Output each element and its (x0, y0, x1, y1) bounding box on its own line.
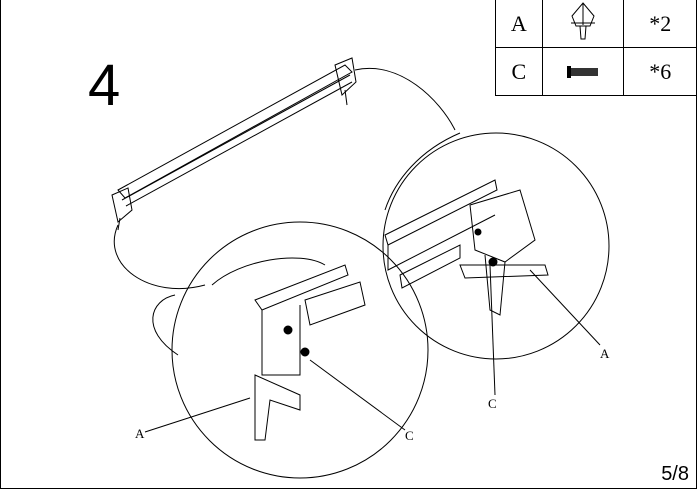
detail-left (254, 264, 366, 441)
page-number: 5/8 (661, 463, 689, 485)
bolt-icon (541, 47, 625, 96)
callout-label-c-left: C (405, 428, 414, 443)
corner-bracket-leg-icon (541, 0, 625, 48)
bed-rail-overview (111, 57, 357, 231)
detail-circle-left (171, 221, 429, 479)
part-qty: *2 (623, 0, 697, 48)
part-label: C (495, 47, 543, 96)
detail-circle-right (382, 132, 610, 360)
callout-label-a-left: A (135, 426, 145, 441)
part-qty: *6 (623, 47, 697, 96)
leader-lines (144, 264, 601, 433)
detail-right (384, 179, 549, 316)
step-number: 4 (88, 53, 121, 118)
callout-cloud-outline (113, 68, 461, 356)
parts-row: C *6 (495, 47, 697, 96)
parts-table: A *2 C *6 (495, 0, 697, 96)
callout-label-a-right: A (600, 346, 610, 361)
parts-row: A *2 (495, 0, 697, 48)
callout-label-c-right: C (488, 396, 497, 411)
part-label: A (495, 0, 543, 48)
